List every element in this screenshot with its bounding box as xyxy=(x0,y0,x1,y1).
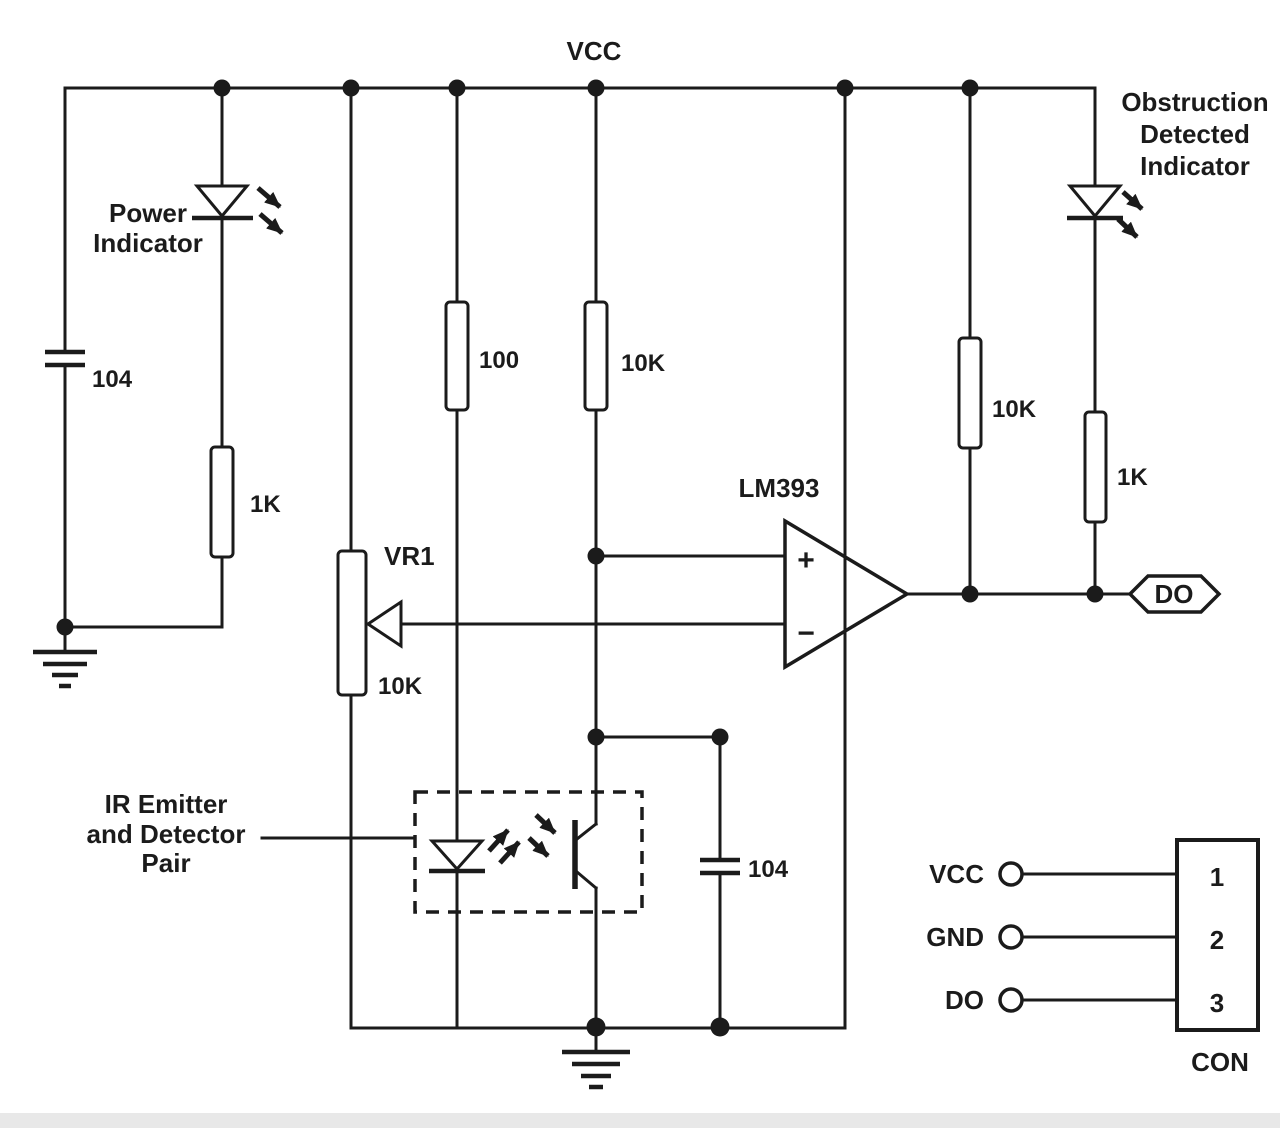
comparator-label: LM393 xyxy=(739,473,820,503)
bypass-capacitor-branch: 104 xyxy=(45,349,133,629)
junction-dots xyxy=(56,79,1104,1037)
obstruction-indicator-branch: 1K Obstruction Detected Indicator xyxy=(1066,87,1269,596)
led-light-arrows-icon xyxy=(256,186,284,235)
vcc-rail-wire xyxy=(63,86,1097,353)
capacitor-icon xyxy=(45,349,85,368)
connector-con: VCC GND DO 1 2 3 CON xyxy=(926,838,1260,1077)
output-network: 10K xyxy=(905,86,1132,596)
ir-pair-label: IR Emitter and Detector Pair xyxy=(87,789,417,878)
resistor-10k-output xyxy=(957,336,983,450)
opamp-minus-input: − xyxy=(797,617,815,650)
filter-capacitor-branch: 104 xyxy=(700,735,789,1029)
pin-circle-do-icon xyxy=(998,987,1024,1013)
pin-circle-vcc-icon xyxy=(998,861,1024,887)
obstruction-label-line2: Detected xyxy=(1140,119,1250,149)
resistor-10k-detector xyxy=(583,300,609,412)
pin-number-3: 3 xyxy=(1210,988,1224,1018)
ir-pair-label-line2: and Detector xyxy=(87,819,246,849)
obstruction-label-line3: Indicator xyxy=(1140,151,1250,181)
pin-number-2: 2 xyxy=(1210,925,1224,955)
resistor-100 xyxy=(444,300,470,412)
resistor-1k-power xyxy=(209,445,235,559)
ground-symbol-left xyxy=(33,625,97,689)
ir-led-icon xyxy=(428,839,486,872)
resistor-1k-obstruction-value: 1K xyxy=(1117,464,1148,491)
ir-emit-arrows-icon xyxy=(487,828,521,865)
detector-branch: 10K xyxy=(527,86,787,1029)
opamp-plus-input: + xyxy=(797,544,815,577)
resistor-1k-power-value: 1K xyxy=(250,491,281,518)
phototransistor-icon xyxy=(527,813,599,1029)
potentiometer-name: VR1 xyxy=(384,541,435,571)
ir-receive-arrows-icon xyxy=(527,813,557,858)
obstruction-led-icon xyxy=(1066,184,1124,219)
resistor-1k-obstruction xyxy=(1083,410,1108,524)
pin-label-gnd: GND xyxy=(926,922,984,952)
do-tag-hexagon-icon xyxy=(1127,574,1222,614)
ir-pair-box xyxy=(413,790,644,914)
pin-label-vcc: VCC xyxy=(929,859,984,889)
pin-circle-gnd-icon xyxy=(998,924,1024,950)
potentiometer-wiper-arrow-icon xyxy=(365,599,403,649)
power-indicator-label-line2: Indicator xyxy=(93,228,203,258)
power-indicator-label-line1: Power xyxy=(109,198,187,228)
resistor-100-value: 100 xyxy=(479,347,519,374)
do-tag-label: DO xyxy=(1155,579,1194,609)
ir-pair-label-line1: IR Emitter xyxy=(105,789,228,819)
ir-pair-label-line3: Pair xyxy=(141,848,190,878)
filter-cap-value: 104 xyxy=(748,856,789,883)
connector-title: CON xyxy=(1191,1047,1249,1077)
potentiometer-vr1-body xyxy=(336,549,368,697)
supply-through-and-ground-rail xyxy=(349,86,847,1030)
connector-box xyxy=(1175,838,1260,1032)
pin-number-1: 1 xyxy=(1210,862,1224,892)
vcc-label: VCC xyxy=(567,36,622,66)
potentiometer-branch: VR1 10K xyxy=(336,86,787,1030)
obstruction-label-line1: Obstruction xyxy=(1121,87,1268,117)
comparator-lm393: + − LM393 xyxy=(739,473,911,671)
ir-emitter-branch: 100 xyxy=(428,86,521,1030)
capacitor-icon xyxy=(700,857,740,876)
do-output-tag: DO xyxy=(1127,574,1222,614)
bypass-cap-value: 104 xyxy=(92,366,133,393)
potentiometer-value: 10K xyxy=(378,673,423,700)
vcc-rail: VCC xyxy=(63,36,1097,353)
footer-strip xyxy=(0,1113,1280,1128)
resistor-10k-output-value: 10K xyxy=(992,396,1037,423)
pin-label-do: DO xyxy=(945,985,984,1015)
led-light-arrows-icon xyxy=(1116,190,1144,239)
resistor-10k-detector-value: 10K xyxy=(621,350,666,377)
power-led-icon xyxy=(193,184,251,219)
power-indicator-branch: 1K Power Indicator xyxy=(63,86,284,629)
